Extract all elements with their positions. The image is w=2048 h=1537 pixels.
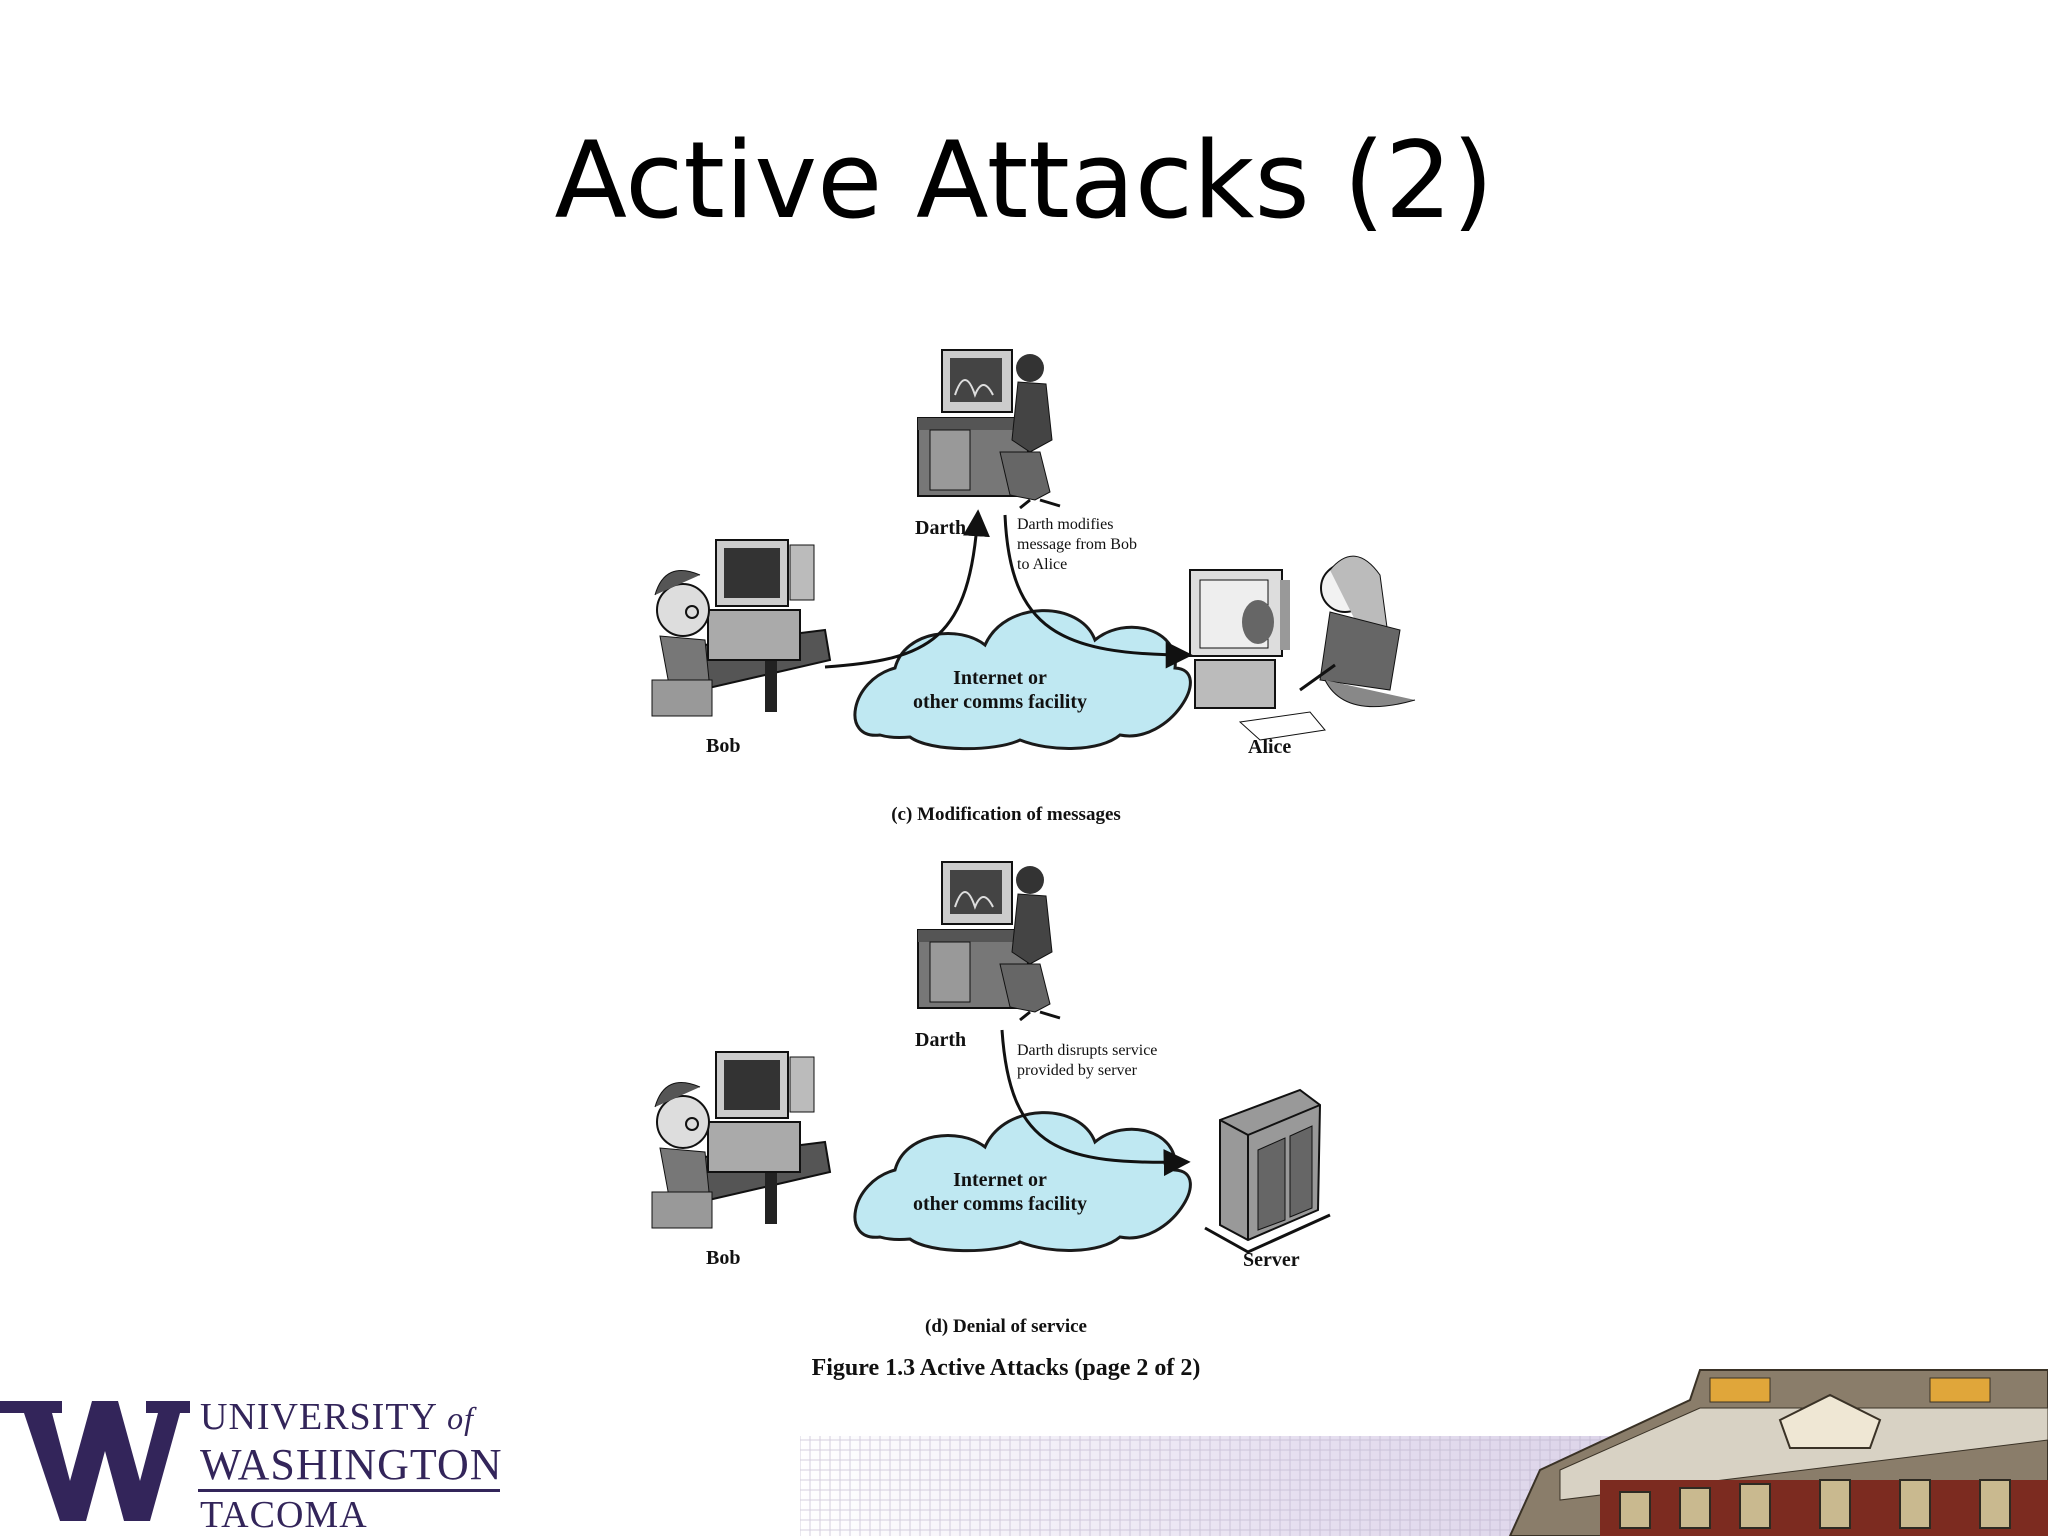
cloud-label: Internet or [953, 1169, 1047, 1191]
alice-label: Alice [1248, 736, 1291, 758]
slide-title: Active Attacks (2) [554, 119, 1494, 242]
darth-label: Darth [915, 517, 966, 539]
darth-to-alice-arrow [1003, 514, 1193, 669]
bob-workstation-icon [651, 1051, 832, 1229]
w-mark-icon [0, 1401, 190, 1521]
cloud-label: other comms facility [913, 1193, 1087, 1215]
logo-washington: WASHINGTON [200, 1440, 503, 1489]
darth-to-server-arrow [1000, 1029, 1191, 1177]
cloud-label: Internet or [953, 667, 1047, 689]
note-line: message from Bob [1017, 536, 1137, 553]
darth-workstation-icon [917, 349, 1061, 510]
pinkerton-building-image [1508, 1369, 2048, 1536]
bob-to-darth-arrow [824, 509, 990, 669]
darth-workstation-icon [917, 861, 1061, 1022]
darth-label: Darth [915, 1029, 966, 1051]
university-logo: UNIVERSITY of WASHINGTON TACOMA [0, 1395, 520, 1536]
logo-university: UNIVERSITY [200, 1396, 437, 1438]
note-line: to Alice [1017, 556, 1067, 573]
caption-modification: (c) Modification of messages [891, 804, 1121, 825]
logo-divider [198, 1489, 500, 1492]
note-line: Darth disrupts service [1017, 1042, 1157, 1059]
note-line: Darth modifies [1017, 516, 1113, 533]
bob-workstation-icon [651, 539, 832, 717]
server-icon [1204, 1088, 1331, 1254]
server-label: Server [1243, 1249, 1300, 1271]
logo-tacoma: TACOMA [200, 1494, 368, 1536]
caption-denial-of-service: (d) Denial of service [925, 1316, 1087, 1337]
bob-label: Bob [706, 1247, 740, 1269]
figure-caption: Figure 1.3 Active Attacks (page 2 of 2) [812, 1355, 1201, 1381]
note-line: provided by server [1017, 1062, 1138, 1079]
bob-label: Bob [706, 735, 740, 757]
cloud-label: other comms facility [913, 691, 1087, 713]
logo-of: of [447, 1400, 474, 1436]
panel-modification: Darth Darth modifies message from Bob to… [651, 349, 1416, 825]
panel-denial-of-service: Darth Darth disrupts service provided by… [651, 861, 1331, 1337]
alice-workstation-icon [1189, 555, 1416, 741]
